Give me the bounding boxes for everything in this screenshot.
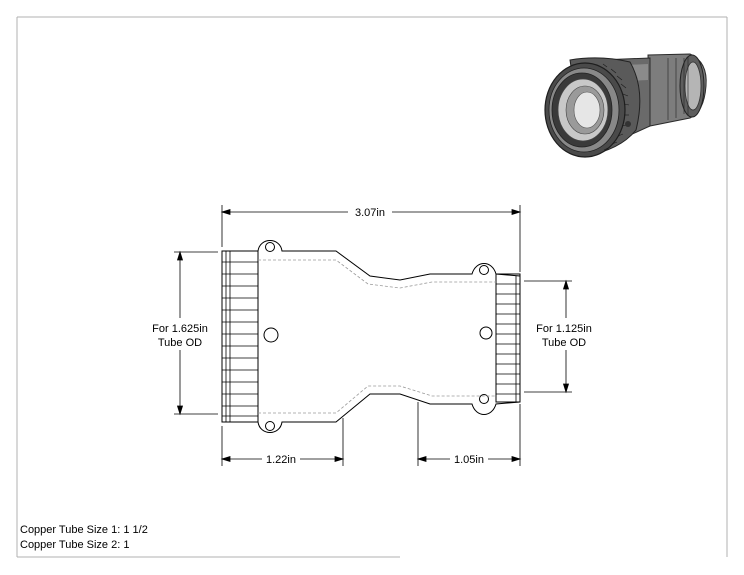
- dim-right-od-label-2: Tube OD: [542, 337, 586, 349]
- hidden-lines: [258, 259, 496, 414]
- dim-left-od: [174, 250, 218, 416]
- dim-left-depth: [220, 418, 345, 466]
- right-ridges: [496, 276, 520, 402]
- tube-size-1-note: Copper Tube Size 1: 1 1/2: [20, 524, 148, 536]
- drawing-notes: Copper Tube Size 1: 1 1/2 Copper Tube Si…: [20, 523, 148, 553]
- dim-left-od-label-1: For 1.625in: [152, 323, 208, 335]
- fitting-outline: [221, 240, 521, 433]
- dim-right-od-label-1: For 1.125in: [536, 323, 592, 335]
- dim-right-depth-label: 1.05in: [454, 454, 484, 466]
- dim-right-od: [524, 279, 572, 394]
- dim-left-od-label-2: Tube OD: [158, 337, 202, 349]
- dim-left-depth-label: 1.22in: [266, 454, 296, 466]
- left-ridges: [222, 251, 258, 422]
- tube-size-2-note: Copper Tube Size 2: 1: [20, 539, 130, 551]
- dim-right-depth: [416, 402, 522, 466]
- sheet-border: [16, 16, 728, 558]
- dim-overall-label: 3.07in: [355, 207, 385, 219]
- dim-overall: [220, 205, 522, 272]
- fitting-3d-render: [544, 53, 707, 158]
